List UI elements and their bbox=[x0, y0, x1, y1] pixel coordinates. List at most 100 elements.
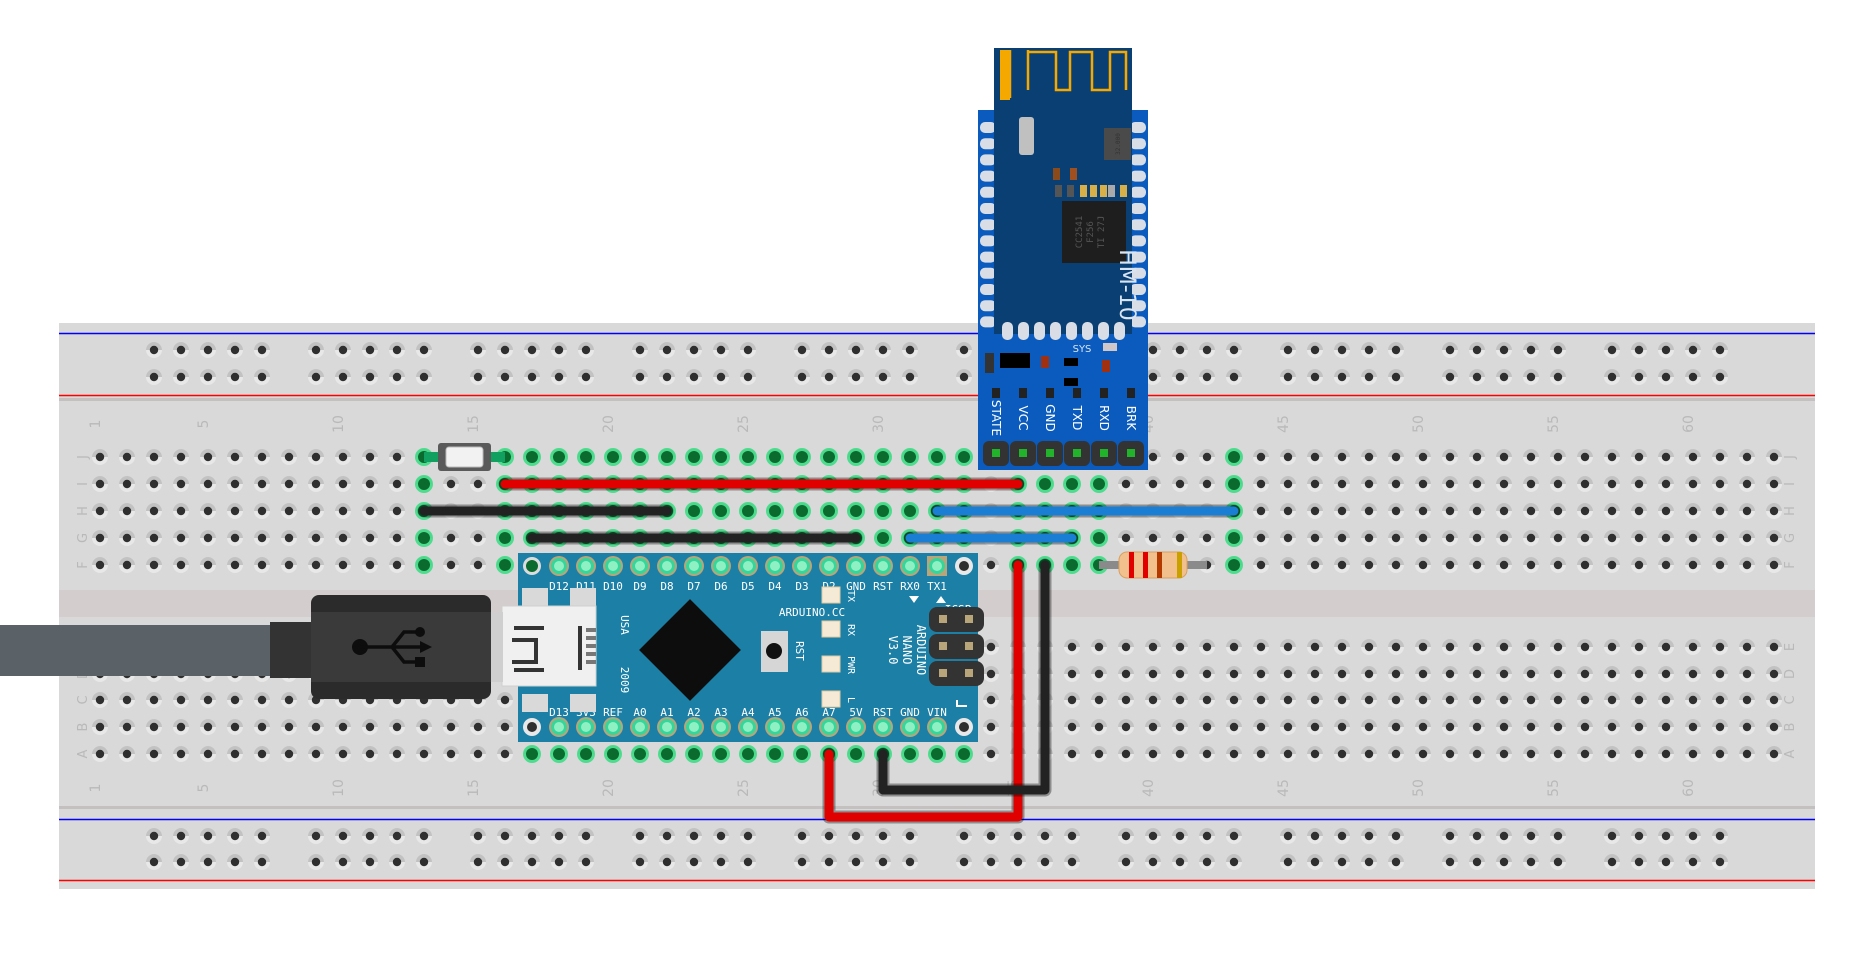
hole bbox=[311, 479, 321, 489]
hole bbox=[1256, 506, 1266, 516]
hole bbox=[1364, 345, 1374, 355]
hole bbox=[554, 831, 564, 841]
hole bbox=[203, 695, 213, 705]
connected-hole bbox=[850, 505, 862, 517]
hole bbox=[1661, 642, 1671, 652]
pushbutton-cap[interactable] bbox=[445, 446, 484, 468]
usb-port-contact bbox=[586, 644, 596, 648]
column-label-top: 55 bbox=[1546, 415, 1562, 433]
hole bbox=[1580, 479, 1590, 489]
hole bbox=[1202, 857, 1212, 867]
nano-pin-label-bottom: RST bbox=[873, 706, 893, 719]
pin-center bbox=[689, 722, 699, 732]
hole bbox=[1472, 857, 1482, 867]
pin-center bbox=[770, 722, 780, 732]
hole bbox=[392, 722, 402, 732]
hole bbox=[635, 857, 645, 867]
pin-center bbox=[554, 722, 564, 732]
hole bbox=[1742, 669, 1752, 679]
hm10-castellation-right bbox=[1130, 251, 1146, 263]
row-label-left: H bbox=[76, 506, 91, 516]
nano-pin-label-bottom: A2 bbox=[687, 706, 700, 719]
hole bbox=[1391, 695, 1401, 705]
hole bbox=[1364, 857, 1374, 867]
hole bbox=[257, 345, 267, 355]
hole bbox=[257, 533, 267, 543]
row-label-right: J bbox=[1783, 455, 1798, 460]
hole bbox=[1715, 831, 1725, 841]
hole bbox=[1526, 749, 1536, 759]
hole bbox=[1553, 722, 1563, 732]
hole bbox=[419, 831, 429, 841]
hm10-castellation-left bbox=[980, 316, 996, 328]
led-label: TX bbox=[845, 590, 856, 602]
pin1-marker bbox=[956, 700, 967, 707]
reset-button-cap[interactable] bbox=[766, 643, 782, 659]
hole bbox=[149, 533, 159, 543]
hole bbox=[1634, 722, 1644, 732]
hole bbox=[635, 831, 645, 841]
hole bbox=[446, 560, 456, 570]
hole bbox=[1499, 831, 1509, 841]
hole bbox=[149, 452, 159, 462]
hole bbox=[1742, 560, 1752, 570]
hole bbox=[1283, 669, 1293, 679]
nano-name-label: ARDUINO bbox=[914, 625, 928, 676]
hm10-pin-resistor bbox=[1019, 388, 1027, 398]
pin-center bbox=[716, 561, 726, 571]
hole bbox=[986, 642, 996, 652]
hole bbox=[1634, 695, 1644, 705]
hole bbox=[392, 749, 402, 759]
hole bbox=[1769, 479, 1779, 489]
hole bbox=[365, 506, 375, 516]
usb-port-tab bbox=[522, 694, 548, 712]
hole bbox=[365, 560, 375, 570]
hole bbox=[1229, 642, 1239, 652]
hm10-smd-diode bbox=[985, 353, 994, 373]
hole bbox=[1445, 642, 1455, 652]
hm10-smd-component bbox=[1120, 185, 1127, 197]
column-label-top: 1 bbox=[88, 420, 104, 429]
hm10-transistor bbox=[1064, 378, 1078, 386]
hole bbox=[1148, 857, 1158, 867]
connected-hole bbox=[526, 451, 538, 463]
hole bbox=[1148, 452, 1158, 462]
hole bbox=[1256, 479, 1266, 489]
hole bbox=[1121, 857, 1131, 867]
resistor-body bbox=[1118, 551, 1188, 579]
arduino-nano[interactable]: D12D11D10D9D8D7D6D5D4D3D2GNDRSTRX0TX1D13… bbox=[501, 553, 984, 742]
hole bbox=[1607, 560, 1617, 570]
hole bbox=[473, 749, 483, 759]
hole bbox=[419, 857, 429, 867]
hole bbox=[878, 831, 888, 841]
hole bbox=[1337, 506, 1347, 516]
hm10-castellation-right bbox=[1130, 235, 1146, 247]
hole bbox=[1202, 642, 1212, 652]
hole bbox=[1553, 831, 1563, 841]
hole bbox=[905, 372, 915, 382]
hole bbox=[95, 749, 105, 759]
hole bbox=[1229, 749, 1239, 759]
hm10-pin-resistor bbox=[992, 388, 1000, 398]
hole bbox=[1634, 642, 1644, 652]
hole bbox=[95, 506, 105, 516]
resistor-band bbox=[1143, 552, 1148, 578]
hole bbox=[1364, 560, 1374, 570]
hole bbox=[1310, 695, 1320, 705]
hole bbox=[635, 372, 645, 382]
connected-hole bbox=[1228, 478, 1240, 490]
hole bbox=[149, 345, 159, 355]
rst-label: RST bbox=[793, 641, 806, 661]
hm10-castellation-bottom bbox=[1082, 322, 1093, 340]
hole bbox=[284, 479, 294, 489]
usa-label: USA bbox=[618, 615, 631, 635]
hole bbox=[1499, 452, 1509, 462]
hole bbox=[797, 831, 807, 841]
row-label-right: D bbox=[1783, 669, 1798, 679]
icsp-pin bbox=[965, 642, 973, 650]
hole bbox=[176, 533, 186, 543]
connected-hole bbox=[634, 748, 646, 760]
hole bbox=[1607, 345, 1617, 355]
hole bbox=[797, 857, 807, 867]
